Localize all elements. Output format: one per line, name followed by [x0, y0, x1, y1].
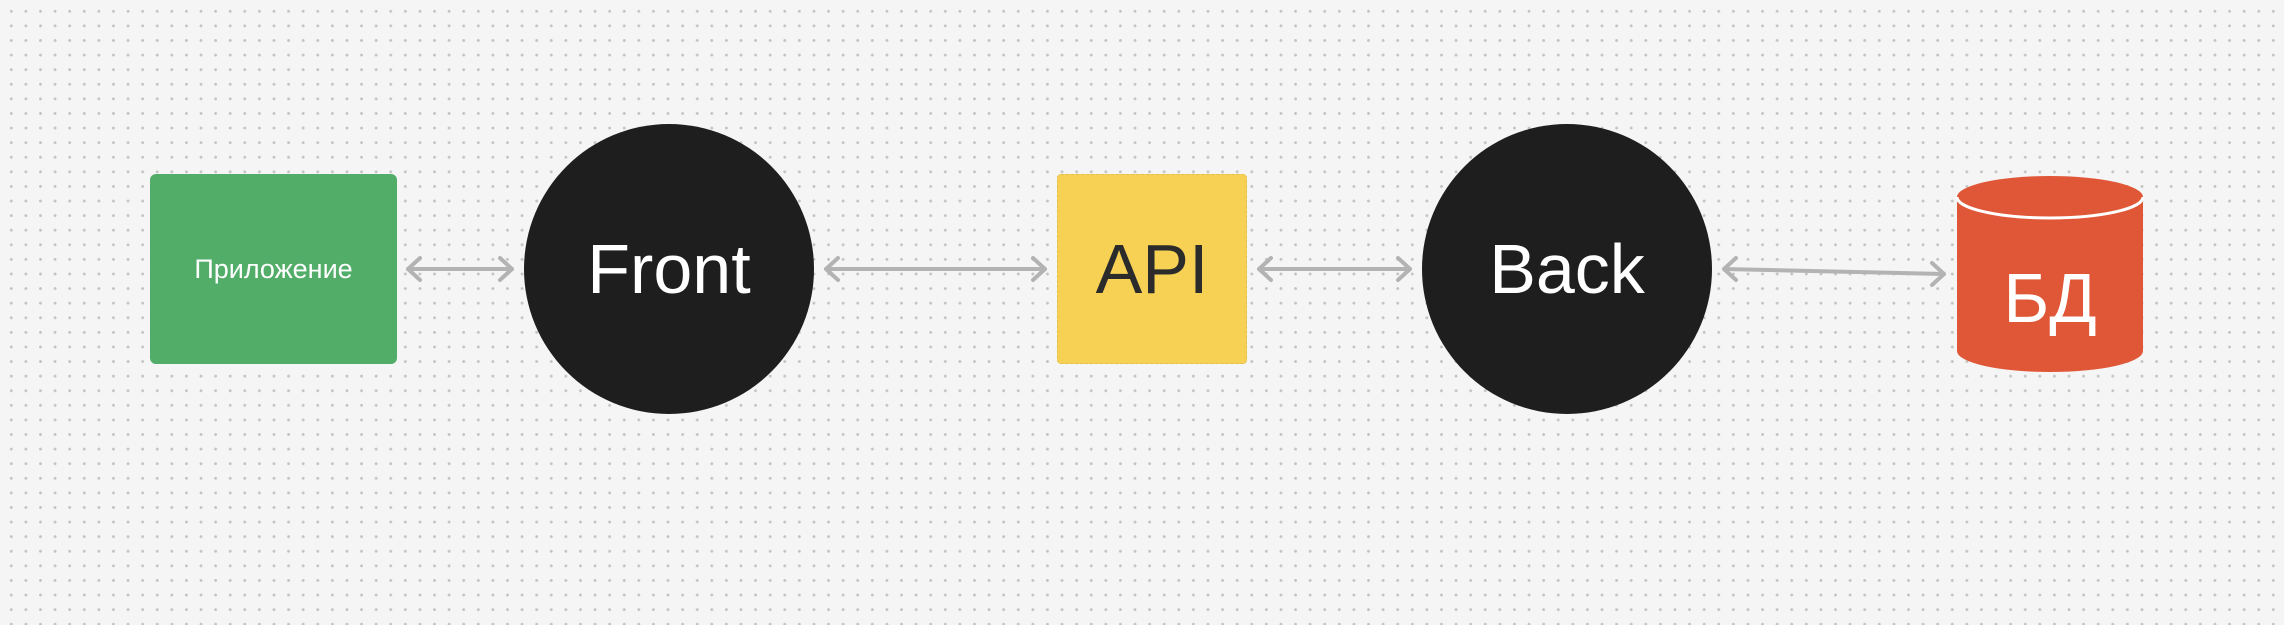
node-api-box[interactable]: API: [1057, 174, 1247, 364]
node-front-circle[interactable]: Front: [524, 124, 814, 414]
connector-api-back[interactable]: [1257, 256, 1412, 282]
node-back-label: Back: [1489, 230, 1645, 308]
node-api-label: API: [1095, 230, 1209, 308]
node-db-cylinder[interactable]: БД: [1955, 174, 2145, 374]
node-db-label: БД: [2003, 259, 2097, 337]
connector-app-front[interactable]: [406, 256, 514, 282]
node-front-label: Front: [587, 230, 751, 308]
connector-front-api[interactable]: [824, 256, 1047, 282]
connector-back-db[interactable]: [1722, 256, 1946, 287]
database-icon: [1955, 176, 2145, 372]
node-back-circle[interactable]: Back: [1422, 124, 1712, 414]
node-app-label: Приложение: [194, 253, 353, 284]
node-app-box[interactable]: Приложение: [150, 174, 397, 364]
